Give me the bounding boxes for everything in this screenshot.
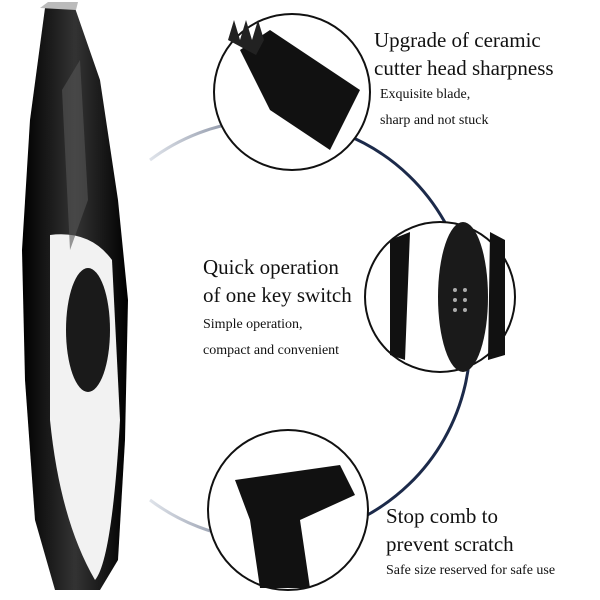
feature-title: of one key switch: [203, 283, 352, 307]
feature-subtitle: Safe size reserved for safe use: [386, 563, 556, 578]
feature-subtitle: compact and convenient: [203, 343, 340, 358]
feature-title: cutter head sharpness: [374, 56, 554, 80]
detail-circle-comb: [207, 429, 369, 591]
detail-circle-switch: [364, 221, 516, 373]
feature-title: Upgrade of ceramic: [374, 28, 541, 52]
feature-subtitle: Exquisite blade,: [380, 87, 471, 102]
feature-title: Stop comb to: [386, 504, 499, 528]
feature-title: prevent scratch: [386, 532, 514, 556]
detail-circle-blade: [213, 13, 371, 171]
feature-title: Quick operation: [203, 255, 339, 279]
feature-subtitle: Simple operation,: [203, 317, 303, 332]
trimmer-body: [22, 2, 128, 590]
feature-subtitle: sharp and not stuck: [380, 113, 489, 128]
